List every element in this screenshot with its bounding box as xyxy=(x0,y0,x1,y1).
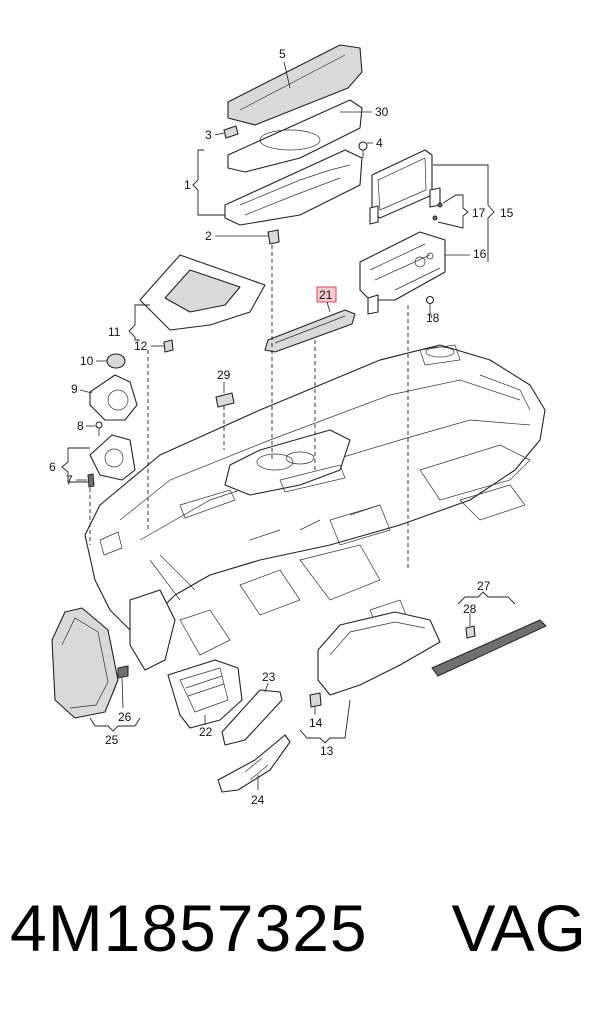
part-22-vent-housing xyxy=(167,659,243,729)
callout-6: 6 xyxy=(49,460,56,474)
callout-1: 1 xyxy=(184,178,191,192)
part-27-trim-strip xyxy=(431,619,547,677)
part-14-clip xyxy=(309,692,322,708)
part-number: 4M1857325 xyxy=(10,891,368,965)
callout-27: 27 xyxy=(477,579,491,593)
part-18-screw xyxy=(425,295,435,312)
part-1-frame xyxy=(224,149,363,226)
callout-15: 15 xyxy=(500,206,514,220)
callout-24: 24 xyxy=(251,793,265,807)
callout-3: 3 xyxy=(205,128,212,142)
callout-21: 21 xyxy=(319,288,333,302)
part-4-screw xyxy=(358,141,368,158)
part-13-cluster-hood xyxy=(317,611,441,696)
callout-9: 9 xyxy=(71,382,78,396)
part-30-panel xyxy=(227,99,363,173)
part-3-clip xyxy=(223,125,239,139)
callout-17: 17 xyxy=(472,206,486,220)
callout-21-highlight xyxy=(316,286,337,303)
part-23-trim xyxy=(221,689,283,746)
part-25-side-panel xyxy=(51,607,119,719)
part-29-clip xyxy=(215,392,235,408)
callout-26: 26 xyxy=(118,710,132,724)
part-12-clip xyxy=(163,339,174,353)
callout-4: 4 xyxy=(376,136,383,150)
part-2-clip xyxy=(267,229,280,245)
part-15-display-unit xyxy=(369,149,441,225)
callout-2: 2 xyxy=(205,229,212,243)
part-8-screw xyxy=(95,421,103,436)
dashboard-body xyxy=(84,344,546,671)
part-6-vent-bracket xyxy=(89,434,136,481)
part-9-vent-surround xyxy=(89,374,138,421)
callout-13: 13 xyxy=(320,744,334,758)
callout-16: 16 xyxy=(473,247,487,261)
part-28-clip xyxy=(465,625,476,639)
callout-18: 18 xyxy=(426,311,440,325)
callout-25: 25 xyxy=(105,733,119,747)
part-26-clip xyxy=(117,665,129,679)
part-17-screws xyxy=(432,202,443,221)
part-11-cover xyxy=(139,254,266,331)
callout-23: 23 xyxy=(262,670,276,684)
exploded-parts-diagram: 5 30 3 4 1 2 15 17 16 18 21 11 xyxy=(49,44,547,807)
callout-12: 12 xyxy=(134,339,148,353)
callout-11: 11 xyxy=(108,325,121,339)
callout-8: 8 xyxy=(77,419,84,433)
callout-10: 10 xyxy=(80,354,94,368)
callout-22: 22 xyxy=(199,725,213,739)
callouts: 5 30 3 4 1 2 15 17 16 18 21 11 xyxy=(49,47,516,807)
brand-label: VAG xyxy=(451,891,586,965)
callout-5: 5 xyxy=(279,47,286,61)
callout-28: 28 xyxy=(463,602,477,616)
part-16-module xyxy=(359,231,446,315)
callout-29: 29 xyxy=(217,368,231,382)
callout-14: 14 xyxy=(309,716,323,730)
callout-7: 7 xyxy=(66,473,73,487)
part-24-trim xyxy=(217,734,291,793)
assembly-lines xyxy=(89,245,409,570)
part-21-trim-strip xyxy=(264,309,356,353)
callout-30: 30 xyxy=(375,105,389,119)
part-5-top-cover xyxy=(227,44,363,126)
part-7-clip xyxy=(87,473,95,488)
part-10-disc xyxy=(106,353,126,369)
